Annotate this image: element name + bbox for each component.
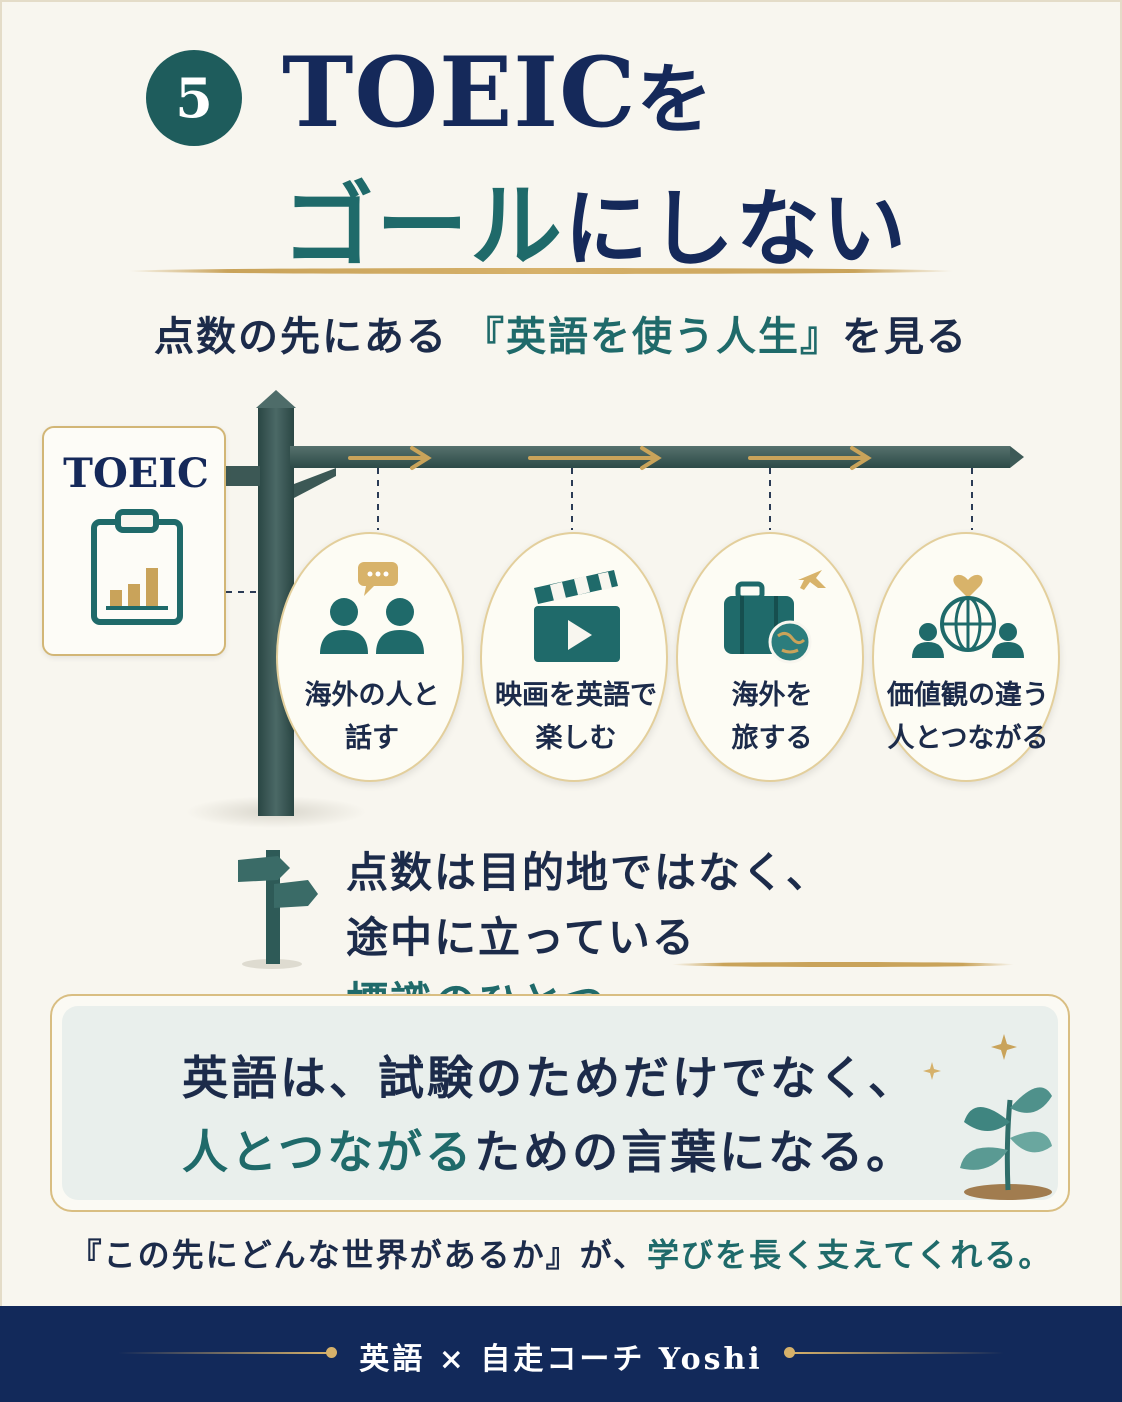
quote-rest: ための言葉になる。 (474, 1125, 916, 1179)
footer-dot-right (784, 1347, 795, 1358)
people-chat-icon (320, 562, 424, 654)
destination-bubble-3: 海外を 旅する (676, 532, 864, 782)
signpost-scene: TOEIC 海外の人と 話す (0, 380, 1122, 840)
destination-text-2: 映画を英語で 楽しむ (482, 674, 670, 760)
destination-3-line2: 旅する (731, 723, 813, 755)
footer-bar: 英語 × 自走コーチ Yoshi (0, 1306, 1122, 1402)
closing-before: 『この先にどんな世界があるか』が、 (69, 1236, 647, 1274)
title-particle: を (636, 55, 714, 144)
title-divider (128, 268, 954, 274)
destination-2-line2: 楽しむ (535, 723, 617, 755)
quote-highlight: 人とつながる (182, 1125, 475, 1179)
title-line-1: TOEICを (282, 36, 714, 149)
footer-dot-left (326, 1347, 337, 1358)
step-number: 5 (175, 66, 213, 130)
signpost-illustration (186, 390, 1024, 828)
subtitle-before: 点数の先にある (154, 313, 449, 360)
step-number-badge: 5 (146, 50, 242, 146)
quote-inner: 英語は、試験のためだけでなく、 人とつながるための言葉になる。 (62, 1006, 1058, 1200)
closing-line: 『この先にどんな世界があるか』が、学びを長く支えてくれる。 (0, 1230, 1122, 1276)
subtitle: 点数の先にある 『英語を使う人生』を見る (0, 304, 1122, 362)
subtitle-highlight: 『英語を使う人生』 (463, 313, 842, 360)
closing-highlight: 学びを長く支えてくれる。 (646, 1236, 1053, 1274)
clipboard-chart-icon (91, 509, 183, 625)
footer-credit: 英語 × 自走コーチ Yoshi (359, 1342, 763, 1377)
globe-people-icon (912, 574, 1024, 658)
destination-bubble-2: 映画を英語で 楽しむ (480, 532, 668, 782)
destination-bubble-4: 価値観の違う 人とつながる (872, 532, 1060, 782)
destination-text-3: 海外を 旅する (678, 674, 866, 760)
title-rest: にしない (564, 179, 909, 278)
quote-line-1: 英語は、試験のためだけでなく、 (182, 1051, 917, 1105)
destination-text-1: 海外の人と 話す (278, 674, 466, 760)
footer-line-right (792, 1352, 1004, 1354)
toeic-signboard: TOEIC (42, 426, 226, 656)
clapperboard-icon (534, 570, 620, 662)
message-line-1: 点数は目的地ではなく、 (346, 848, 831, 897)
footer-line-left (118, 1352, 330, 1354)
message-underline (672, 962, 1014, 967)
message-line-2-before: 途中に立っている (346, 913, 696, 963)
sprout-icon (923, 1034, 1052, 1200)
destination-2-line1: 映画を英語で (495, 680, 657, 711)
toeic-board-label: TOEIC (63, 450, 209, 497)
destination-3-line1: 海外を (731, 680, 813, 711)
destination-bubble-1: 海外の人と 話す (276, 532, 464, 782)
small-signpost-icon (238, 850, 318, 969)
destination-1-line2: 話す (345, 723, 399, 755)
suitcase-globe-icon (724, 570, 826, 664)
destination-4-line2: 人とつながる (887, 723, 1049, 755)
title-goal: ゴール (282, 172, 565, 280)
destination-text-4: 価値観の違う 人とつながる (874, 674, 1062, 760)
quote-line-2: 人とつながるための言葉になる。 (182, 1116, 915, 1182)
title-toeic: TOEIC (282, 36, 637, 149)
destination-4-line1: 価値観の違う (887, 680, 1049, 711)
quote-box: 英語は、試験のためだけでなく、 人とつながるための言葉になる。 (50, 994, 1070, 1212)
subtitle-after: を見る (841, 313, 968, 360)
destination-1-line1: 海外の人と (304, 680, 440, 711)
title-line-2: ゴールにしない (282, 152, 908, 285)
